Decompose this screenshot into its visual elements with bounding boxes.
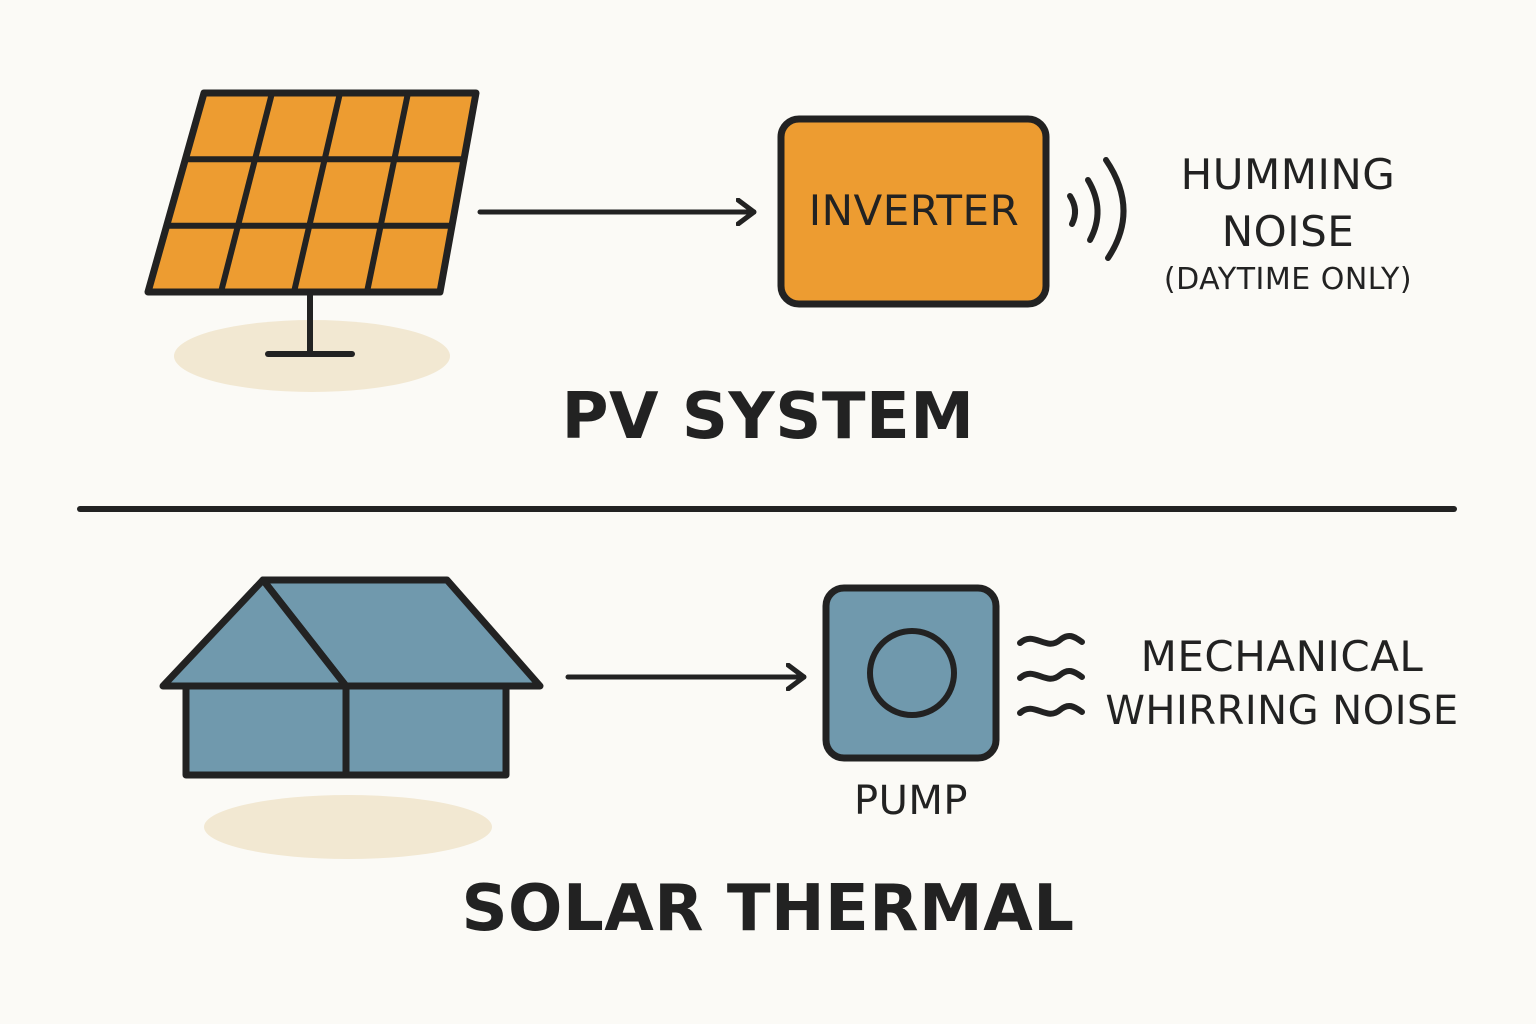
pv-section-title: PV SYSTEM [561, 380, 975, 454]
noise-label-line2: NOISE [1221, 207, 1355, 256]
pump-icon [822, 584, 1000, 762]
solar-panel-icon [144, 89, 480, 357]
house-icon [159, 576, 544, 779]
whirring-label-line2: WHIRRING NOISE [1105, 688, 1459, 734]
vibration-waves-icon [1017, 632, 1085, 717]
inverter-box [777, 115, 1050, 308]
pump-label: PUMP [853, 778, 969, 824]
whirring-label-line1: MECHANICAL [1140, 632, 1424, 681]
noise-note: (DAYTIME ONLY) [1163, 262, 1413, 297]
inverter-label: INVERTER [808, 186, 1020, 235]
noise-label-line1: HUMMING [1180, 150, 1396, 199]
house-shadow [204, 795, 492, 859]
thermal-section-title: SOLAR THERMAL [461, 872, 1075, 946]
sound-waves-icon [1067, 157, 1127, 261]
